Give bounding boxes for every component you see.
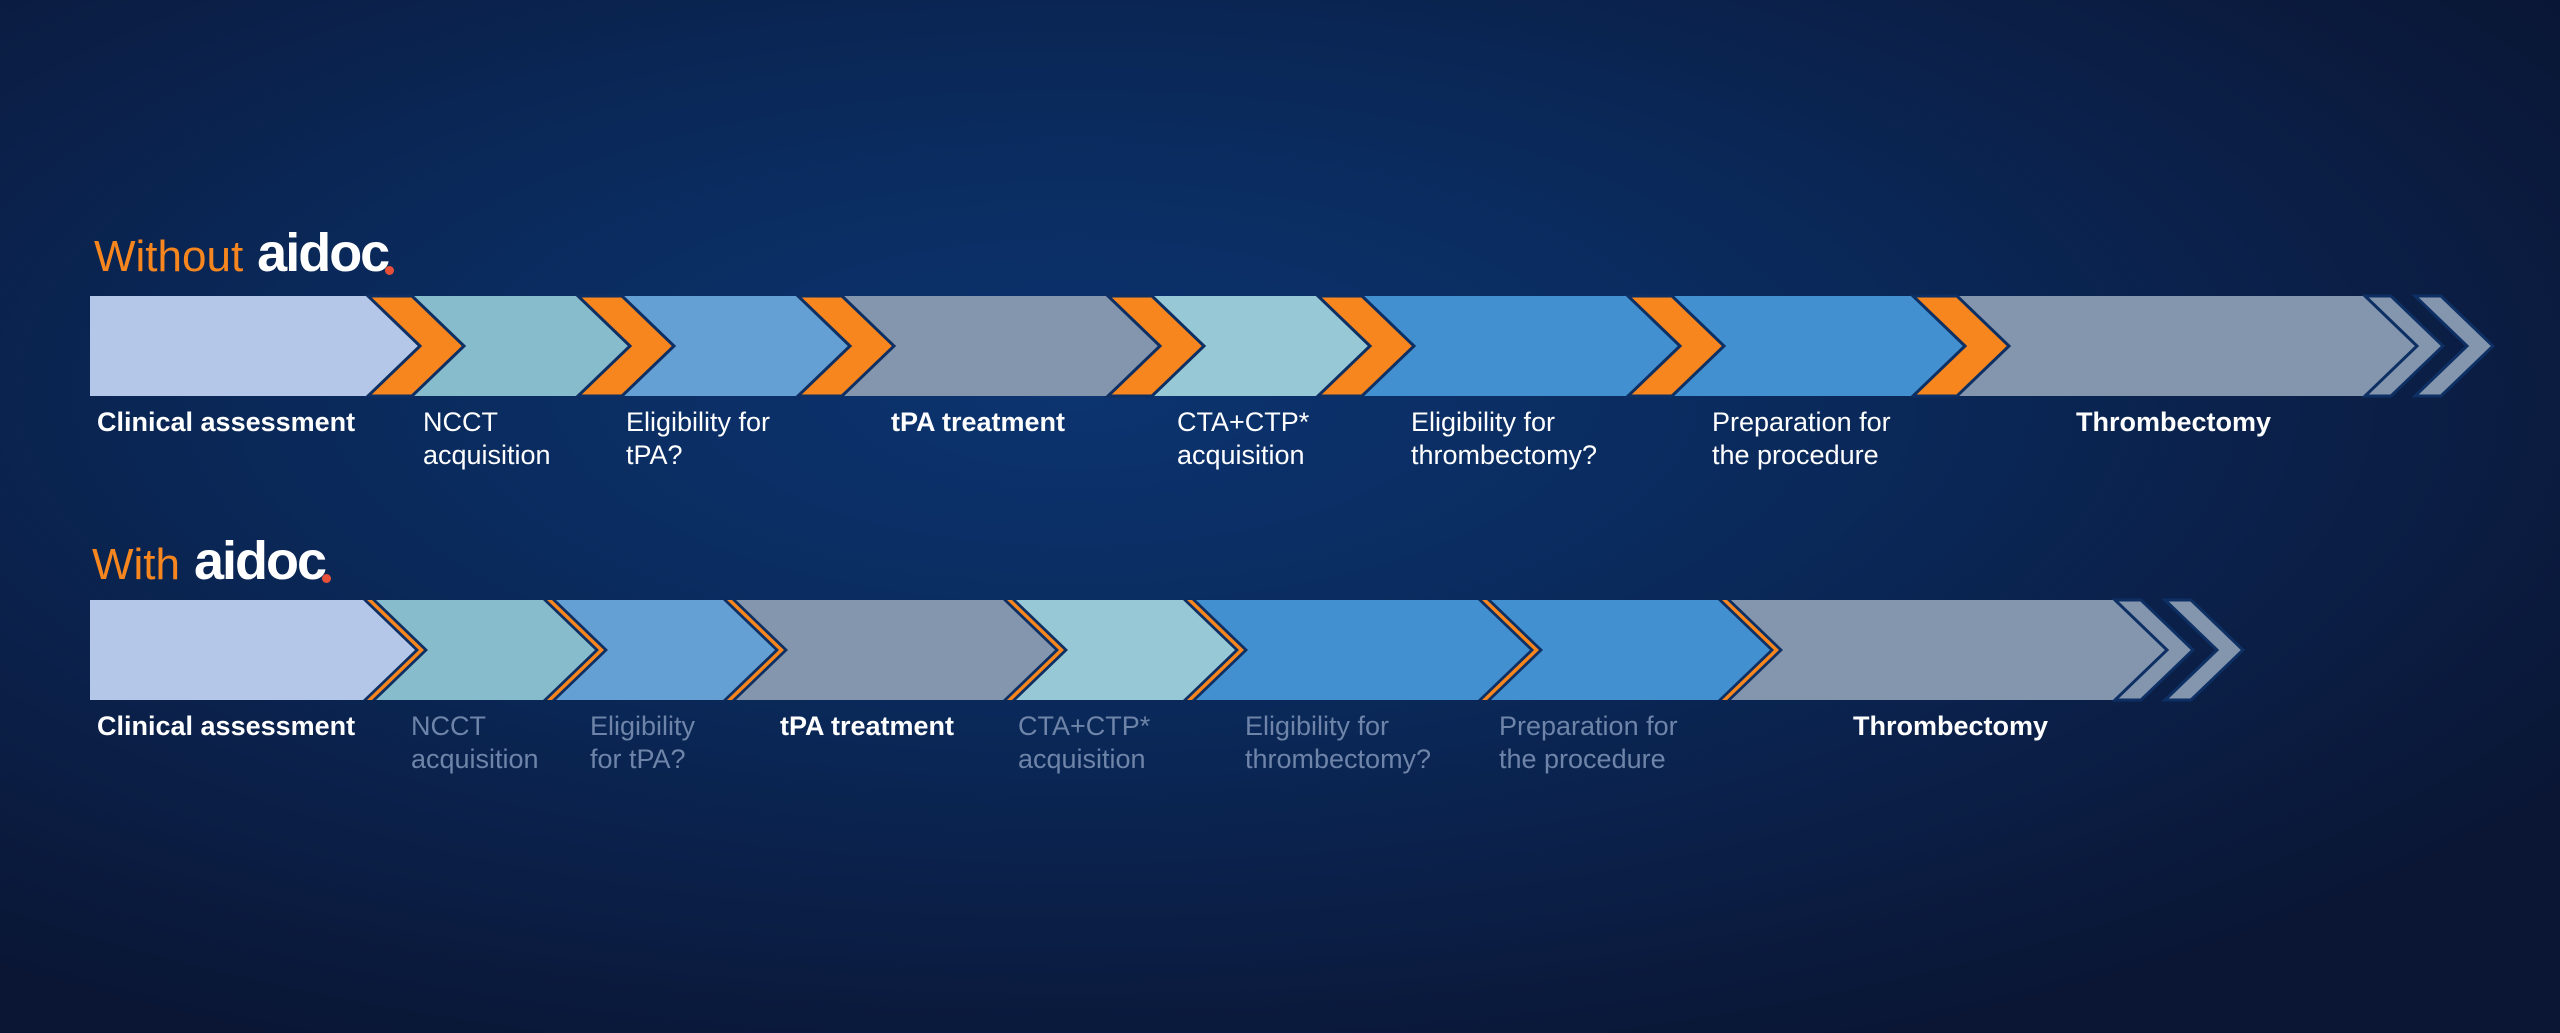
separator-chevron-1 [364, 294, 467, 398]
separator-chevron-2 [543, 600, 608, 700]
separator-chevron-4 [1003, 600, 1068, 700]
step-label-4: tPA treatment [780, 711, 955, 741]
without-aidoc-heading: Without aidoc [94, 222, 395, 284]
step-label-7: Preparation for the procedure [1499, 711, 1678, 774]
with-aidoc-heading: With aidoc [92, 530, 332, 592]
end-chevron-2 [2161, 598, 2246, 702]
step-label-1: Clinical assessment [97, 407, 356, 437]
step-label-4: tPA treatment [891, 407, 1066, 437]
step-label-5: CTA+CTP* acquisition [1018, 711, 1151, 774]
step-arrow-8 [1915, 296, 2417, 396]
step-arrow-6 [1185, 600, 1532, 700]
separator-chevron-6 [1478, 600, 1543, 700]
step-arrow-4 [800, 296, 1162, 396]
separator-chevron-7 [1718, 600, 1783, 700]
separator-chevron-2 [574, 294, 677, 398]
step-arrow-5 [1005, 600, 1237, 700]
step-label-8: Thrombectomy [1853, 711, 2049, 741]
step-arrow-1 [90, 296, 422, 396]
separator-chevron-5 [1183, 600, 1248, 700]
step-arrow-7 [1480, 600, 1772, 700]
logo-dot-icon [385, 266, 395, 275]
end-chevron-1 [2361, 294, 2446, 398]
end-chevron-1 [2111, 598, 2196, 702]
step-label-6: Eligibility for thrombectomy? [1245, 711, 1432, 774]
step-label-2: NCCT acquisition [423, 407, 551, 470]
step-arrow-3 [545, 600, 777, 700]
separator-chevron-3 [794, 294, 897, 398]
step-label-2: NCCT acquisition [411, 711, 539, 774]
aidoc-logo: aidoc [257, 222, 395, 284]
aidoc-logo: aidoc [194, 530, 332, 592]
step-label-3: Eligibility for tPA? [626, 407, 771, 470]
step-arrow-2 [365, 600, 597, 700]
logo-dot-icon [322, 574, 332, 583]
step-arrow-7 [1630, 296, 1967, 396]
step-label-6: Eligibility for thrombectomy? [1411, 407, 1598, 470]
step-label-5: CTA+CTP* acquisition [1177, 407, 1310, 470]
step-arrow-8 [1720, 600, 2167, 700]
separator-chevron-3 [723, 600, 788, 700]
step-arrow-6 [1320, 296, 1682, 396]
step-label-3: Eligibility for tPA? [590, 711, 696, 774]
step-label-7: Preparation for the procedure [1712, 407, 1891, 470]
without-heading-label: Without [94, 232, 244, 281]
separator-chevron-4 [1104, 294, 1207, 398]
step-label-1: Clinical assessment [97, 711, 356, 741]
end-chevron-2 [2411, 294, 2496, 398]
separator-chevron-5 [1314, 294, 1417, 398]
step-arrow-4 [725, 600, 1057, 700]
step-arrow-1 [90, 600, 417, 700]
separator-chevron-1 [363, 600, 428, 700]
separator-chevron-7 [1909, 294, 2012, 398]
separator-chevron-6 [1624, 294, 1727, 398]
step-label-8: Thrombectomy [2076, 407, 2272, 437]
with-heading-label: With [92, 540, 180, 589]
